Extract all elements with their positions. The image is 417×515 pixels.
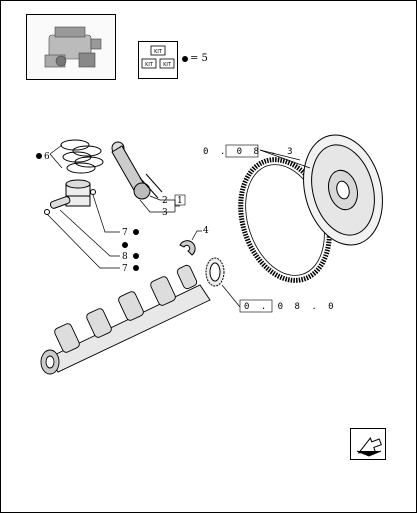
label-1: 1 <box>177 196 183 206</box>
piston-pin[interactable] <box>49 196 71 209</box>
next-page-button[interactable] <box>350 428 386 460</box>
kit-box: KIT KIT KIT <box>138 41 178 79</box>
kit-text-left: KIT <box>145 62 154 68</box>
piston[interactable] <box>65 179 91 207</box>
reference-flywheel[interactable]: 0 . 0 8 . 3 <box>203 144 296 158</box>
bearing-shells[interactable] <box>179 240 196 256</box>
label-6: 6 <box>44 152 50 162</box>
kit-dot-7-upper <box>133 229 139 235</box>
kit-text-top: KIT <box>154 49 163 55</box>
kit-dot-icon <box>182 55 188 62</box>
snap-ring-left[interactable] <box>44 209 50 215</box>
crankshaft-gear[interactable] <box>205 257 225 287</box>
kit-dot-8 <box>133 253 139 259</box>
snap-ring-right[interactable] <box>90 189 96 195</box>
kit-legend: = 5 <box>182 53 208 64</box>
crankshaft[interactable] <box>40 264 211 375</box>
kit-dot-7-lower <box>133 265 139 271</box>
kit-icon: KIT KIT KIT <box>141 45 175 69</box>
engine-thumbnail[interactable] <box>26 14 116 80</box>
label-7-lower: 7 <box>122 264 128 274</box>
label-2: 2 <box>162 196 168 206</box>
leader-lines <box>46 144 311 308</box>
label-4: 4 <box>203 226 209 236</box>
label-3: 3 <box>162 208 168 218</box>
label-7-upper: 7 <box>122 228 128 238</box>
reference-crankshaft-gear-text: 0 . 0 8 . 0 <box>244 302 337 312</box>
kit-text-right: KIT <box>163 62 172 68</box>
engine-thumbnail-icon <box>44 26 102 68</box>
piston-rings[interactable] <box>60 139 104 174</box>
kit-legend-text: = 5 <box>190 53 208 64</box>
label-box-1 <box>174 194 186 206</box>
kit-dot-extra <box>122 242 128 248</box>
part-labels: 6 1 2 3 4 7 8 7 <box>36 152 209 274</box>
label-8: 8 <box>122 252 128 262</box>
flywheel[interactable] <box>292 126 394 254</box>
reference-flywheel-text: 0 . 0 8 . 3 <box>203 147 296 157</box>
reference-crankshaft-gear[interactable]: 0 . 0 8 . 0 <box>239 299 337 313</box>
kit-dot-6 <box>36 153 42 159</box>
next-page-arrow-icon <box>356 437 382 457</box>
connecting-rod[interactable] <box>111 141 163 200</box>
